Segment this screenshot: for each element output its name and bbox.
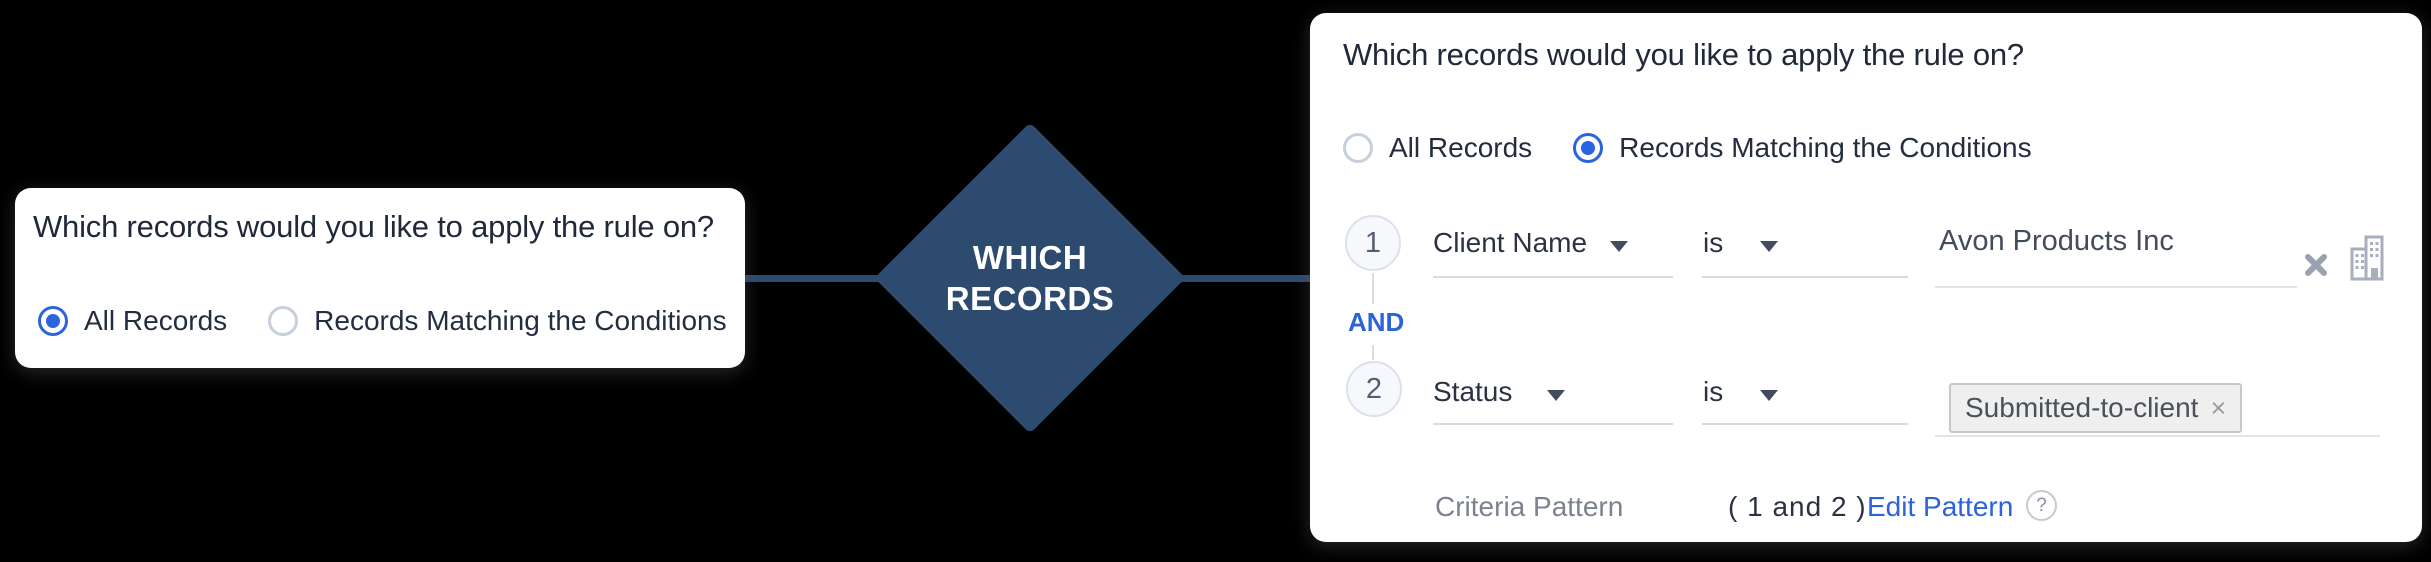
- value-underline: [1935, 435, 2380, 437]
- radio-label[interactable]: Records Matching the Conditions: [1619, 132, 2032, 163]
- all-records-panel: Which records would you like to apply th…: [15, 188, 745, 368]
- operator-underline: [1702, 423, 1908, 425]
- value-input[interactable]: Avon Products Inc: [1939, 225, 2174, 257]
- flow-diamond-label: WHICH RECORDS: [920, 237, 1140, 319]
- radio-records-matching-conditions[interactable]: Records Matching the Conditions: [268, 305, 727, 337]
- organization-lookup-icon[interactable]: [2350, 235, 2384, 284]
- field-underline: [1433, 423, 1673, 425]
- radio-label[interactable]: All Records: [1389, 132, 1533, 163]
- operator-dropdown[interactable]: is: [1703, 227, 1724, 258]
- condition-number-badge: 2: [1346, 361, 1402, 417]
- radio-unselected-icon[interactable]: [1343, 133, 1373, 163]
- value-chip: Submitted-to-client ×: [1949, 383, 2243, 433]
- matching-conditions-panel: Which records would you like to apply th…: [1310, 13, 2422, 542]
- flow-diamond-label-line2: RECORDS: [945, 280, 1115, 317]
- operator-dropdown[interactable]: is: [1703, 376, 1724, 407]
- condition-connector-line: [1372, 345, 1374, 360]
- flow-diamond-label-line1: WHICH: [972, 239, 1088, 276]
- help-icon[interactable]: ?: [2026, 490, 2057, 521]
- criteria-pattern-label: Criteria Pattern: [1435, 491, 1624, 522]
- field-underline: [1433, 276, 1673, 278]
- radio-all-records[interactable]: All Records: [38, 305, 227, 337]
- condition-connector-line: [1372, 273, 1374, 304]
- radio-unselected-icon[interactable]: [268, 306, 299, 336]
- field-dropdown[interactable]: Status: [1433, 376, 1513, 407]
- radio-selected-icon[interactable]: [1573, 133, 1604, 163]
- conjunction-label: AND: [1348, 307, 1405, 337]
- record-scope-radio-group: All Records Records Matching the Conditi…: [38, 305, 727, 337]
- radio-records-matching-conditions[interactable]: Records Matching the Conditions: [1573, 132, 2032, 164]
- radio-selected-icon[interactable]: [38, 306, 68, 336]
- record-scope-radio-group: All Records Records Matching the Conditi…: [1343, 132, 2032, 164]
- radio-label[interactable]: Records Matching the Conditions: [314, 305, 727, 336]
- chevron-down-icon[interactable]: [1547, 390, 1565, 401]
- chip-remove-icon[interactable]: ×: [2210, 392, 2227, 423]
- panel-title: Which records would you like to apply th…: [1343, 37, 2024, 72]
- chevron-down-icon[interactable]: [1760, 241, 1778, 252]
- edit-pattern-link[interactable]: Edit Pattern: [1867, 491, 2014, 522]
- chevron-down-icon[interactable]: [1610, 241, 1628, 252]
- criteria-pattern-value: ( 1 and 2 ): [1728, 491, 1867, 522]
- radio-all-records[interactable]: All Records: [1343, 132, 1532, 164]
- chevron-down-icon[interactable]: [1760, 390, 1778, 401]
- panel-title: Which records would you like to apply th…: [33, 209, 714, 244]
- value-chip-label: Submitted-to-client: [1965, 392, 2199, 423]
- operator-underline: [1702, 276, 1908, 278]
- condition-number-badge: 1: [1345, 215, 1401, 271]
- clear-value-icon[interactable]: [2302, 251, 2330, 282]
- value-underline: [1935, 286, 2297, 288]
- radio-label[interactable]: All Records: [84, 305, 228, 336]
- field-dropdown[interactable]: Client Name: [1433, 227, 1588, 258]
